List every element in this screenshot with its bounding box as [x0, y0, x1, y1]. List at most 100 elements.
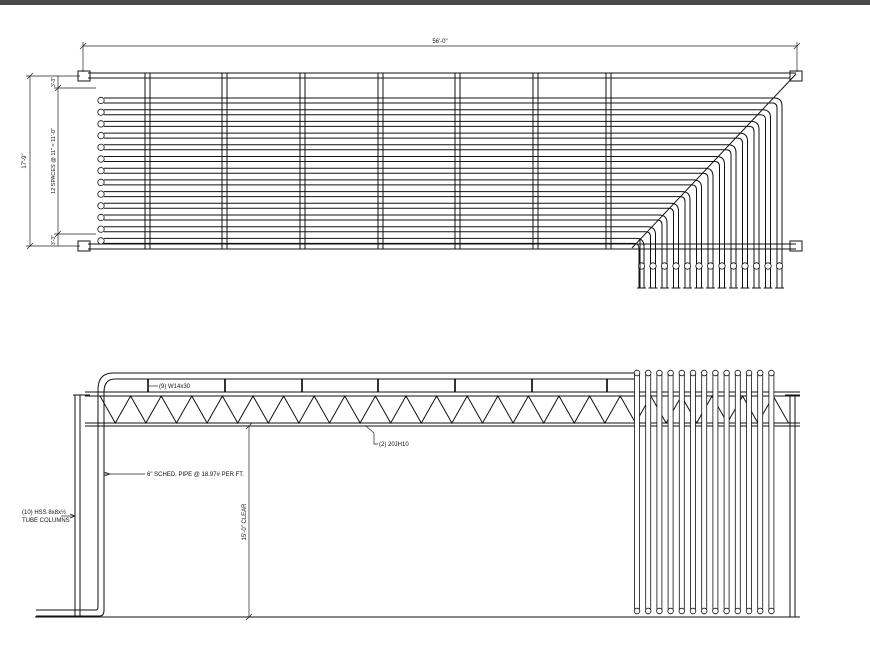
pipe-drop-bottom-cap: [645, 607, 652, 615]
overall-width-label: 17'-9": [22, 153, 28, 168]
pipe-run: [97, 190, 692, 289]
pipe-edge: [104, 120, 760, 268]
pipe-drop-body: [746, 371, 752, 612]
pipe-edge: [104, 97, 783, 268]
pipe-end-cap: [97, 96, 105, 105]
pipe-end-cap: [97, 225, 105, 233]
elevation-pipe-drops: [633, 369, 775, 615]
pipe-drop: [734, 369, 741, 615]
pipe-edge: [104, 167, 714, 268]
pipe-edge: [104, 114, 766, 268]
truss-web-members: [99, 394, 789, 425]
pipe-drop-body: [712, 371, 719, 612]
pipe-drop-body: [701, 371, 708, 612]
pipe-drop-top-cap: [701, 369, 708, 377]
plan-diagonal-edge: [631, 73, 797, 249]
pipe-drop: [645, 369, 652, 615]
elevation-left-column: [73, 394, 90, 617]
plan-pipe-runs: [97, 96, 784, 289]
pipe-drop-top-cap: [689, 369, 697, 377]
pipe-run: [97, 213, 669, 289]
pipe-edge: [104, 196, 686, 268]
column-label-line2: TUBE COLUMNS: [22, 518, 70, 524]
pipe-drop-body: [768, 371, 775, 612]
pipe-drop: [678, 369, 685, 615]
pipe-drop: [768, 369, 775, 615]
pipe-drop-cap: [649, 262, 657, 270]
pipe-run: [97, 225, 658, 289]
joist-label: (9) W14x30: [159, 384, 191, 390]
pipe-drop: [712, 369, 719, 615]
pipe-run: [97, 178, 704, 289]
pipe-edge: [104, 137, 743, 268]
pipe-end-cap: [97, 143, 105, 151]
pipe-edge: [104, 102, 778, 268]
pipe-drop: [723, 369, 730, 615]
pipe-drop-bottom-cap: [633, 607, 641, 615]
top-offset-label: 3'-3": [51, 77, 57, 87]
pipe-edge: [104, 202, 679, 268]
pipe-run: [97, 237, 646, 289]
pipe-edge: [104, 237, 645, 268]
pipe-drop-body: [656, 371, 663, 612]
pipe-drop-bottom-cap: [712, 607, 719, 615]
pipe-drop-top-cap: [633, 369, 641, 377]
pipe-callout: 6" SCHED. PIPE @ 18.97# PER FT.: [103, 471, 244, 478]
pipe-drop-bottom-cap: [723, 607, 730, 615]
plan-column-top-right: [789, 70, 803, 82]
pipe-edge: [104, 179, 702, 268]
pipe-drop-body: [734, 371, 741, 612]
plan-view: 56'-0" 17'-9" 3'-3" 12 SPACES @ 11" = 11…: [22, 39, 803, 289]
pipe-drop-cap: [741, 262, 749, 270]
pipe-drop-top-cap: [768, 369, 775, 377]
pipe-edge: [104, 125, 755, 268]
pipe-end-cap: [97, 167, 105, 175]
bottom-offset-label: 3'-3": [51, 235, 57, 245]
pipe-drop-bottom-cap: [656, 607, 663, 615]
pipe-drop-bottom-cap: [667, 607, 674, 615]
column-callout: (10) HSS 8x8x½ TUBE COLUMNS: [22, 509, 76, 524]
pipe-drop-bottom-cap: [768, 607, 775, 615]
pipe-drop-bottom-cap: [734, 607, 741, 615]
pipe-run: [97, 108, 773, 289]
column-label-line1: (10) HSS 8x8x½: [22, 509, 66, 516]
pipe-end-cap: [97, 120, 105, 128]
pipe-drop: [689, 369, 697, 615]
pipe-edge: [104, 144, 737, 268]
clear-height-dimension: 15'-0" CLEAR: [242, 422, 253, 621]
pipe-drop-top-cap: [656, 369, 663, 377]
pipe-drop-body: [690, 371, 696, 612]
pipe-drop-cap: [660, 262, 669, 270]
pipe-drop-cap: [695, 262, 703, 270]
pipe-edge: [104, 172, 709, 268]
width-dimensions: 17'-9" 3'-3" 12 SPACES @ 11" = 11'-0" 3'…: [22, 72, 96, 250]
elevation-view: 15'-0" CLEAR (9) W14x30 (2) 20JH10 6" SC…: [22, 369, 800, 621]
plan-column-bottom-right: [789, 240, 803, 252]
pipe-drop-top-cap: [667, 369, 674, 377]
pipe-drop-body: [645, 371, 652, 612]
pipe-drop-cap: [729, 262, 738, 270]
pipe-drop-cap: [718, 262, 726, 270]
pipe-edge: [104, 156, 725, 268]
pipe-run: [97, 143, 738, 289]
pipe-drop-body: [634, 371, 640, 612]
clear-height-label: 15'-0" CLEAR: [242, 503, 248, 541]
pipe-drop-bottom-cap: [757, 607, 764, 615]
pipe-drop-cap: [764, 262, 772, 270]
pipe-drop: [757, 369, 764, 615]
pipe-drop-top-cap: [745, 369, 753, 377]
pipe-edge: [104, 242, 640, 268]
pipe-drop-top-cap: [757, 369, 764, 377]
joist-callout: (9) W14x30: [147, 383, 191, 390]
pipe-end-cap: [97, 190, 105, 198]
pipe-run: [97, 202, 681, 289]
pipe-drop-cap: [637, 262, 646, 270]
pipe-edge: [104, 191, 691, 268]
pipe-drop-top-cap: [645, 369, 652, 377]
pipe-drop-cap: [752, 262, 761, 270]
pipe-end-cap: [97, 237, 105, 245]
pipe-drop-top-cap: [712, 369, 719, 377]
pipe-edge: [104, 132, 748, 268]
elevation-supply-pipe: [36, 372, 636, 617]
